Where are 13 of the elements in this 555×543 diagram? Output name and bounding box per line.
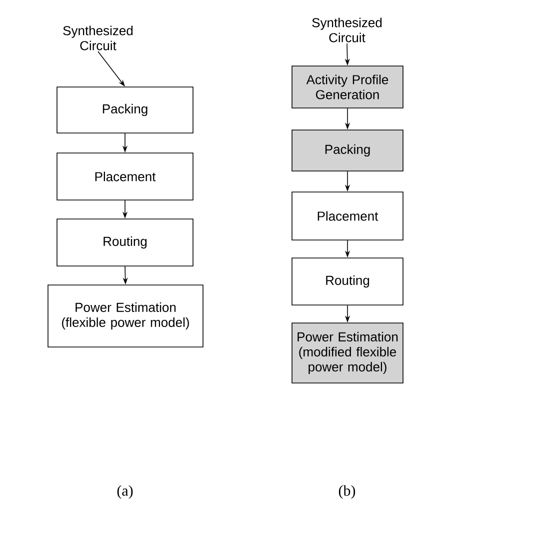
process-box: Placement bbox=[56, 152, 194, 200]
input-label: Synthesized Circuit bbox=[63, 26, 133, 50]
panel-label: (a) bbox=[117, 485, 133, 499]
process-box: Routing bbox=[292, 258, 404, 306]
process-box: Power Estimation (flexible power model) bbox=[48, 284, 204, 348]
input-label: Synthesized Circuit bbox=[312, 18, 382, 42]
process-box: Activity Profile Generation bbox=[292, 66, 404, 108]
process-box: Placement bbox=[292, 192, 404, 240]
process-box: Routing bbox=[56, 218, 194, 266]
process-box: Power Estimation (modified flexible power model) bbox=[292, 322, 404, 384]
panel-label: (b) bbox=[338, 485, 356, 499]
process-box: Packing bbox=[56, 86, 194, 134]
process-box: Packing bbox=[292, 130, 404, 172]
